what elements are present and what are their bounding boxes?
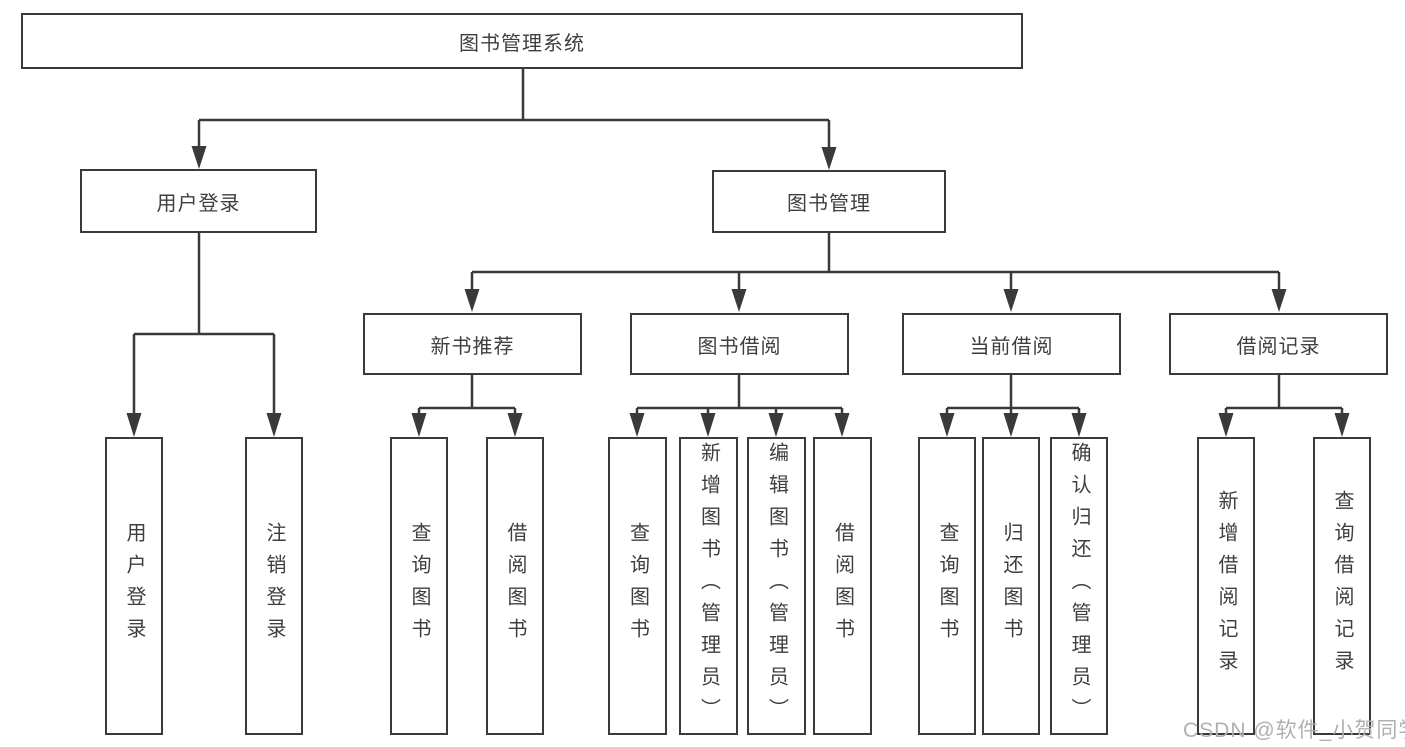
leaf-query-books-borrow-label: 查询图书 — [626, 522, 649, 650]
node-current-borrow: 当前借阅 — [902, 313, 1121, 375]
node-current-borrow-label: 当前借阅 — [969, 335, 1054, 358]
node-root-label: 图书管理系统 — [459, 32, 585, 55]
leaf-logout: 注销登录 — [245, 437, 303, 735]
leaf-user-login-label: 用户登录 — [123, 522, 145, 650]
leaf-add-borrow-record-label: 新增借阅记录 — [1215, 490, 1237, 682]
leaf-query-books-recommend-label: 查询图书 — [408, 522, 430, 650]
leaf-return-book: 归还图书 — [982, 437, 1040, 735]
node-new-book-recommend: 新书推荐 — [363, 313, 582, 375]
leaf-add-book-admin-label: 新增图书（管理员） — [697, 442, 720, 730]
user-login-connector — [132, 233, 276, 418]
leaf-query-books-current: 查询图书 — [918, 437, 976, 735]
book-management-connector — [470, 233, 1281, 294]
leaf-add-borrow-record: 新增借阅记录 — [1197, 437, 1255, 735]
leaf-return-book-label: 归还图书 — [1000, 522, 1022, 650]
node-user-login-label: 用户登录 — [156, 192, 241, 215]
new-book-recommend-connector — [417, 375, 517, 418]
node-book-borrow-label: 图书借阅 — [697, 335, 782, 358]
node-user-login: 用户登录 — [80, 169, 317, 233]
node-borrow-records: 借阅记录 — [1169, 313, 1388, 375]
book-borrow-connector — [635, 375, 844, 418]
leaf-confirm-return-admin: 确认归还（管理员） — [1050, 437, 1108, 735]
node-new-book-recommend-label: 新书推荐 — [430, 335, 515, 358]
node-book-management: 图书管理 — [712, 170, 946, 233]
leaf-logout-label: 注销登录 — [263, 522, 285, 650]
leaf-query-books-borrow: 查询图书 — [608, 437, 667, 735]
leaf-borrow-books-recommend-label: 借阅图书 — [504, 522, 526, 650]
node-borrow-records-label: 借阅记录 — [1236, 335, 1321, 358]
leaf-query-books-current-label: 查询图书 — [936, 522, 958, 650]
borrow-records-connector — [1224, 375, 1344, 418]
leaf-edit-book-admin: 编辑图书（管理员） — [747, 437, 806, 735]
node-root: 图书管理系统 — [21, 13, 1023, 69]
leaf-query-books-recommend: 查询图书 — [390, 437, 448, 735]
node-book-management-label: 图书管理 — [787, 193, 871, 215]
leaf-user-login: 用户登录 — [105, 437, 163, 735]
current-borrow-connector — [945, 375, 1081, 418]
leaf-query-borrow-record-label: 查询借阅记录 — [1331, 490, 1353, 682]
leaf-edit-book-admin-label: 编辑图书（管理员） — [765, 442, 788, 730]
leaf-add-book-admin: 新增图书（管理员） — [679, 437, 738, 735]
leaf-borrow-books-recommend: 借阅图书 — [486, 437, 544, 735]
leaf-confirm-return-admin-label: 确认归还（管理员） — [1068, 442, 1090, 730]
csdn-watermark: CSDN @软件_小贺同学 — [1183, 719, 1405, 742]
root-connector — [197, 69, 831, 152]
leaf-query-borrow-record: 查询借阅记录 — [1313, 437, 1371, 735]
leaf-borrow-books: 借阅图书 — [813, 437, 872, 735]
leaf-borrow-books-label: 借阅图书 — [831, 522, 854, 650]
node-book-borrow: 图书借阅 — [630, 313, 849, 375]
